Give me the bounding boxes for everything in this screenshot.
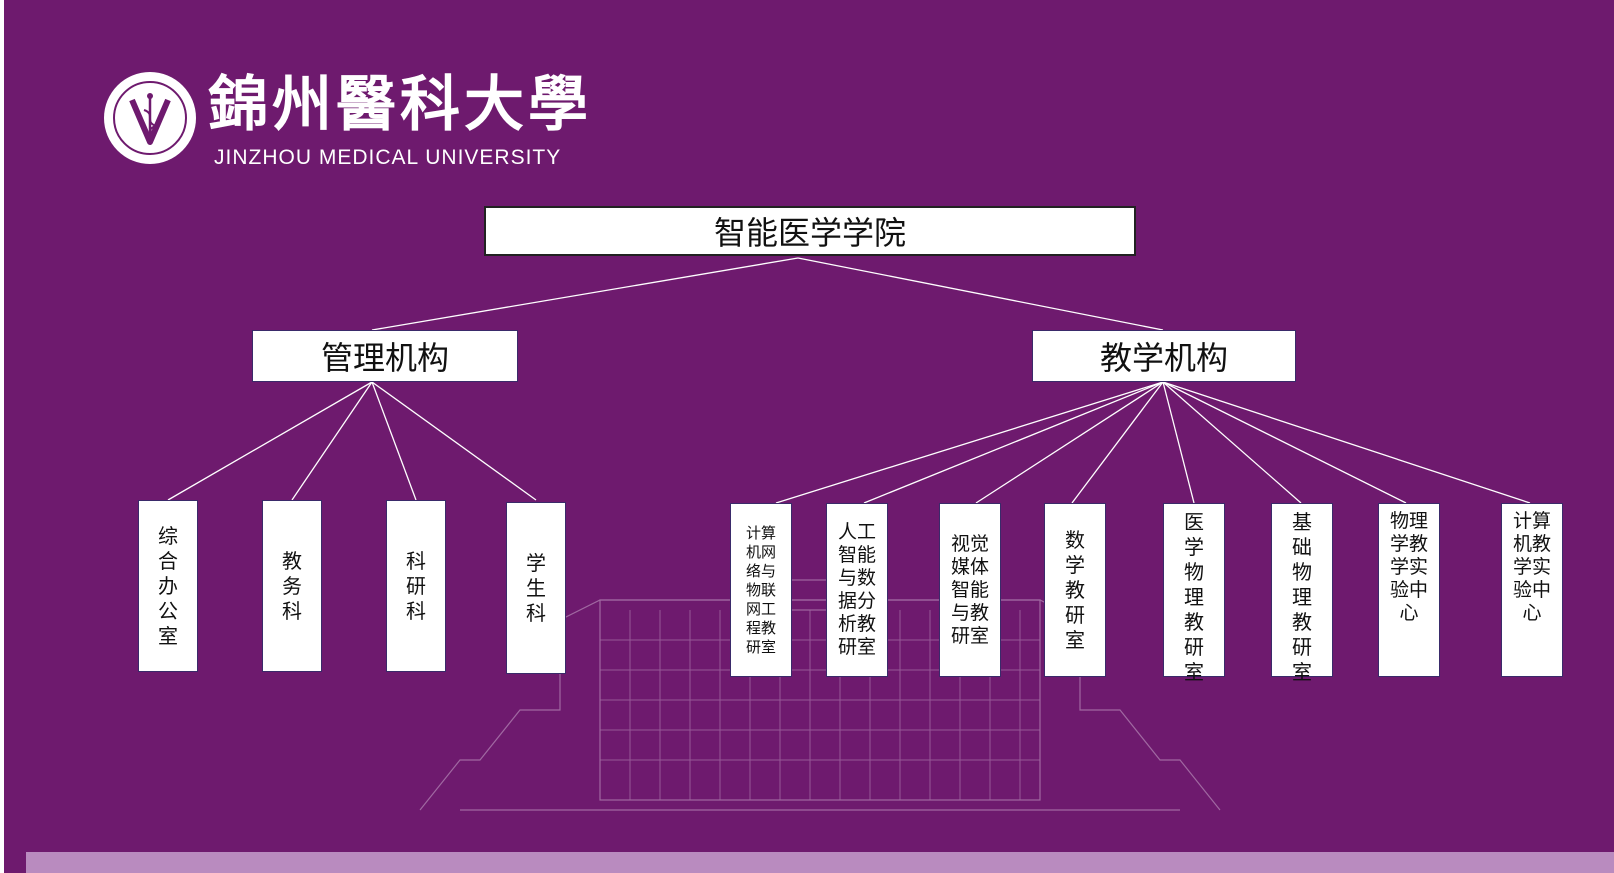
connector-line — [1162, 381, 1302, 504]
connector-line — [975, 381, 1164, 504]
university-seal-icon — [104, 72, 196, 164]
footer-band — [26, 852, 1614, 873]
left-edge-strip — [0, 0, 4, 873]
leaf-box-research: 科研科 — [386, 500, 446, 672]
connector-line — [371, 257, 799, 331]
connector-line — [1162, 381, 1195, 504]
connector-line — [797, 257, 1164, 331]
leaf-box-math: 数学教研室 — [1044, 503, 1106, 677]
org-root-label: 智能医学学院 — [713, 214, 906, 252]
leaf-box-general-office: 综合办公室 — [138, 500, 198, 672]
branch-label: 教学机构 — [1099, 339, 1228, 377]
leaf-label: 学生科 — [526, 550, 546, 625]
branch-box-management: 管理机构 — [252, 330, 518, 382]
leaf-box-visual-media: 视觉媒体智能与教研室 — [939, 503, 1001, 677]
leaf-box-ai-data: 人工智能与数据分析教研室 — [826, 503, 888, 677]
connector-line — [1162, 381, 1407, 504]
connector-line — [863, 381, 1164, 504]
connector-line — [371, 381, 537, 501]
leaf-label: 计算机教学实验中心 — [1512, 510, 1551, 624]
connector-line — [167, 381, 373, 501]
leaf-box-network-iot: 计算机网络与物联网工程教研室 — [730, 503, 792, 677]
leaf-box-basic-physics: 基础物理教研室 — [1271, 503, 1333, 684]
leaf-label: 人工智能与数据分析教研室 — [837, 521, 876, 658]
branch-label: 管理机构 — [320, 339, 449, 377]
connector-line — [775, 381, 1164, 504]
leaf-label: 计算机网络与物联网工程教研室 — [745, 523, 776, 656]
leaf-box-academic-affairs: 教务科 — [262, 500, 322, 672]
leaf-label: 物理学教学实验中心 — [1389, 510, 1428, 624]
university-name-en: JINZHOU MEDICAL UNIVERSITY — [214, 146, 562, 169]
leaf-box-physics-lab: 物理学教学实验中心 — [1378, 503, 1440, 677]
org-root-box: 智能医学学院 — [484, 206, 1136, 256]
leaf-label: 综合办公室 — [158, 523, 178, 648]
connector-line — [291, 381, 373, 501]
leaf-label: 视觉媒体智能与教研室 — [950, 532, 989, 647]
leaf-label: 教务科 — [282, 548, 302, 623]
connector-line — [1071, 381, 1164, 504]
university-name-cn: 錦州醫科大學 — [208, 70, 592, 140]
leaf-box-computer-lab: 计算机教学实验中心 — [1501, 503, 1563, 677]
leaf-box-medical-physics: 医学物理教研室 — [1163, 503, 1225, 684]
connector-line — [371, 381, 417, 501]
leaf-label: 科研科 — [406, 548, 426, 623]
leaf-label: 数学教研室 — [1065, 527, 1085, 652]
leaf-label: 医学物理教研室 — [1184, 510, 1204, 684]
connector-line — [1162, 381, 1531, 504]
leaf-label: 基础物理教研室 — [1292, 510, 1312, 684]
branch-box-teaching: 教学机构 — [1032, 330, 1296, 382]
leaf-box-student-affairs: 学生科 — [506, 502, 566, 674]
